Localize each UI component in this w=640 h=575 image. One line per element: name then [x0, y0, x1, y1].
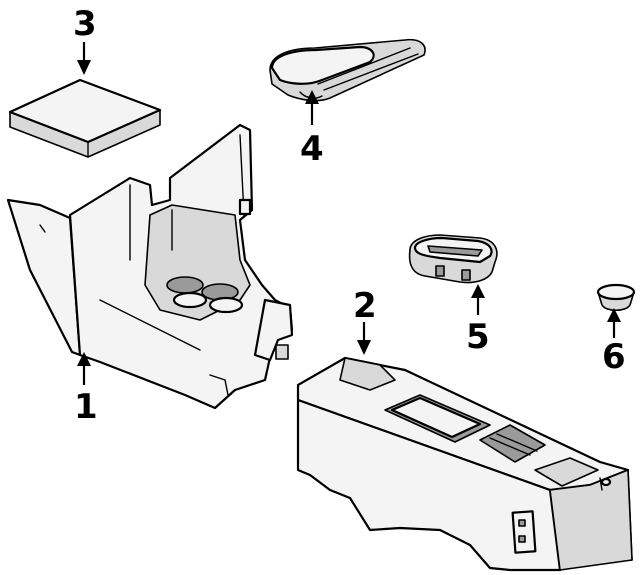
- part-6-knob: [596, 283, 636, 312]
- callout-6: 6: [602, 337, 626, 377]
- callout-4: 4: [300, 129, 324, 169]
- callout-1: 1: [74, 387, 98, 427]
- arrow-1-icon: [77, 352, 91, 366]
- callout-5: 5: [466, 317, 490, 357]
- callout-3: 3: [73, 4, 97, 44]
- leaders: [77, 42, 621, 385]
- arrow-5-icon: [471, 284, 485, 298]
- callout-labels: 3 4 1 2 5 6: [73, 4, 626, 427]
- callout-2: 2: [353, 286, 377, 326]
- arrow-4-icon: [305, 90, 319, 104]
- arrow-3-icon: [77, 60, 91, 75]
- arrow-2-icon: [357, 340, 371, 355]
- arrow-6-icon: [607, 308, 621, 322]
- part-1-front-console: [6, 123, 294, 410]
- part-5-shifter-bezel: [408, 234, 498, 284]
- part-4-armrest-lid: [269, 38, 426, 102]
- part-3-armrest-pad: [8, 78, 162, 158]
- part-2-rear-console: [296, 356, 633, 572]
